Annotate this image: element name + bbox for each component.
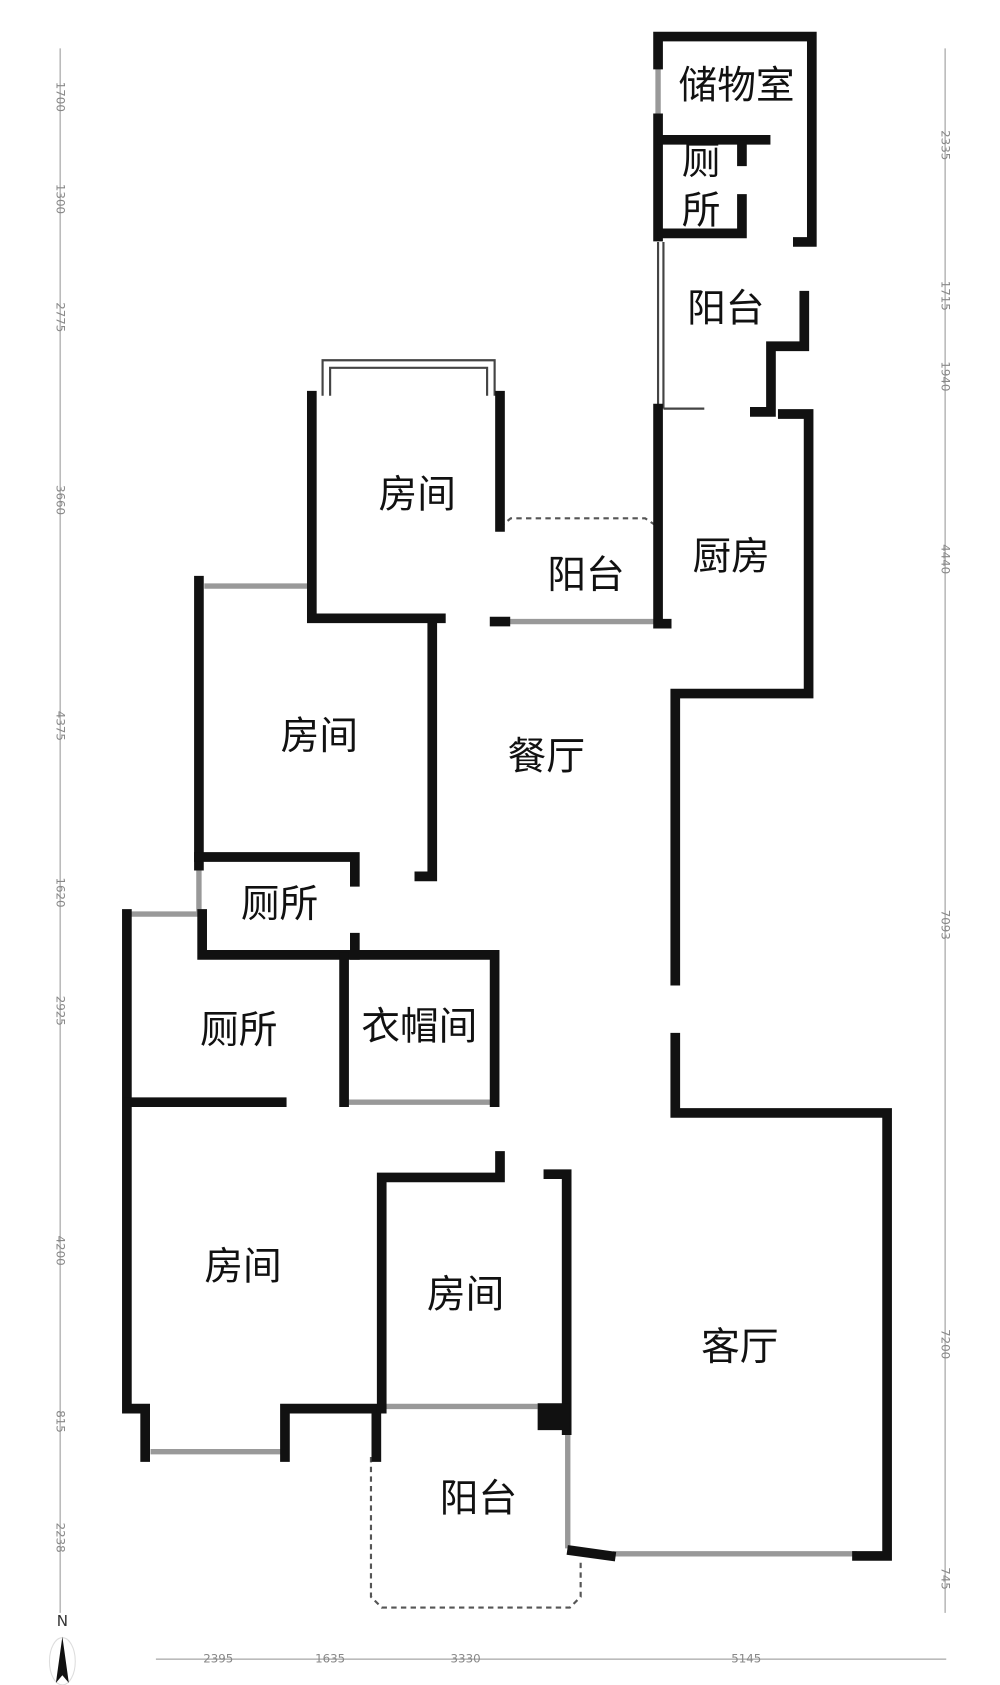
- room-bedroom-left: 房间: [281, 714, 358, 759]
- left-dimension-labels: 1700 1300 2775 3660 4375 1620 2925 4200 …: [54, 82, 68, 1553]
- dim-label: 745: [939, 1567, 953, 1590]
- dim-label: 2238: [54, 1523, 68, 1553]
- dim-label: 2925: [54, 996, 68, 1026]
- dim-label: 1700: [54, 82, 68, 112]
- windows: [129, 66, 857, 1557]
- north-compass: N: [48, 1612, 76, 1685]
- room-bedroom-bottom-left: 房间: [204, 1244, 281, 1289]
- bottom-dimension-labels: 2395 1635 3330 5145: [203, 1652, 761, 1666]
- room-storage: 储物室: [679, 64, 795, 109]
- dim-label: 4200: [54, 1236, 68, 1266]
- room-living: 客厅: [701, 1325, 778, 1370]
- dim-label: 2335: [939, 130, 953, 160]
- right-dimension-labels: 2335 1715 1940 4440 7093 7200 745: [939, 130, 953, 1590]
- dim-label: 3330: [451, 1652, 481, 1666]
- room-toilet-left: 厕所: [200, 1008, 277, 1053]
- dim-label: 7200: [939, 1329, 953, 1359]
- room-cloakroom: 衣帽间: [361, 1005, 477, 1050]
- dim-label: 815: [54, 1410, 68, 1433]
- dim-label: 2395: [203, 1652, 233, 1666]
- room-balcony-top: 阳台: [687, 286, 764, 331]
- dim-label: 1940: [939, 361, 953, 391]
- room-toilet-mid: 厕所: [241, 882, 318, 927]
- room-toilet-top: 厕: [682, 139, 721, 184]
- walls: [122, 31, 892, 1562]
- dim-label: 4440: [939, 544, 953, 574]
- dim-label: 5145: [731, 1652, 761, 1666]
- dim-label: 1300: [54, 184, 68, 214]
- north-arrow-icon: [55, 1636, 69, 1683]
- room-labels: 储物室 厕 所 阳台 房间 阳台 厨房 房间 餐厅 厕所 厕所 衣帽间 房间 房…: [200, 64, 795, 1522]
- dim-label: 1715: [939, 281, 953, 311]
- balcony-outlines: [369, 517, 659, 1609]
- room-kitchen: 厨房: [692, 535, 769, 580]
- dimension-lines: [59, 48, 947, 1660]
- dim-label: 2775: [54, 302, 68, 332]
- room-toilet-top: 所: [682, 188, 721, 233]
- room-dining: 餐厅: [508, 735, 585, 780]
- room-bedroom-top: 房间: [379, 472, 456, 517]
- dim-label: 3660: [54, 485, 68, 515]
- room-bedroom-bottom-mid: 房间: [427, 1272, 504, 1317]
- dim-label: 1635: [315, 1652, 345, 1666]
- compass-label: N: [57, 1612, 68, 1630]
- room-balcony-mid: 阳台: [547, 553, 624, 598]
- dim-label: 1620: [54, 877, 68, 907]
- room-balcony-bottom: 阳台: [440, 1477, 517, 1522]
- dim-label: 7093: [939, 910, 953, 940]
- dim-label: 4375: [54, 711, 68, 741]
